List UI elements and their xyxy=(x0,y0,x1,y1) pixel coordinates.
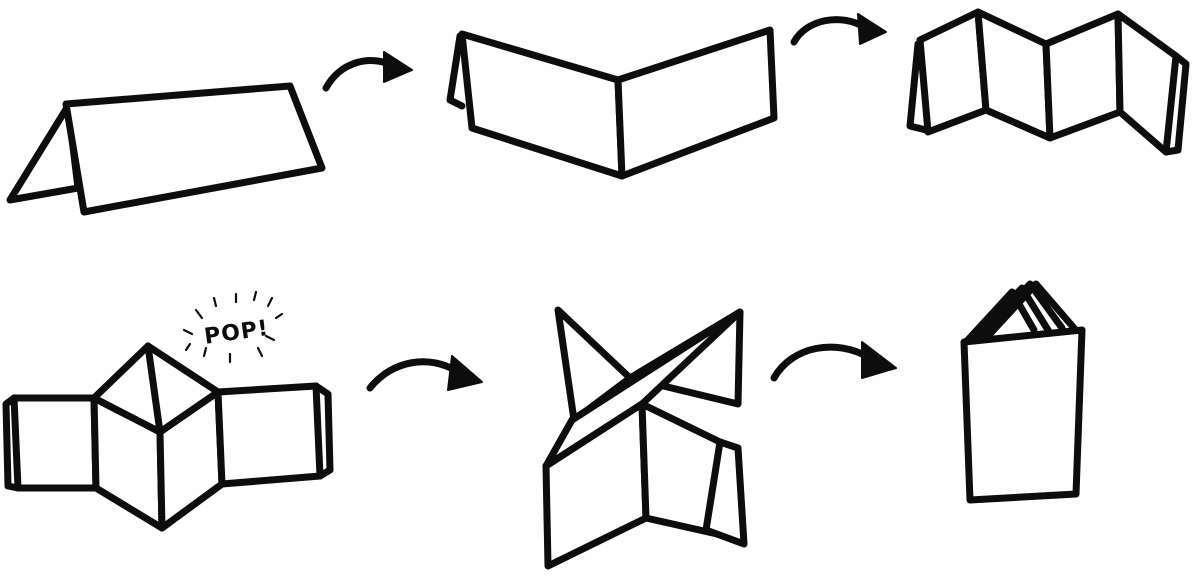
step-6-finished-booklet xyxy=(964,284,1082,500)
step-1-tent-fold xyxy=(10,86,322,212)
arrow-2-icon xyxy=(794,14,886,44)
arrow-3-icon xyxy=(370,356,482,390)
step-5-star-fold xyxy=(546,310,744,566)
arrow-1-icon xyxy=(326,52,412,88)
arrow-4-icon xyxy=(774,342,896,378)
step-4-pop-open: POP! xyxy=(6,292,330,528)
step-3-accordion xyxy=(910,12,1186,152)
step-2-v-fold xyxy=(450,30,774,176)
pop-label: POP! xyxy=(203,316,271,350)
